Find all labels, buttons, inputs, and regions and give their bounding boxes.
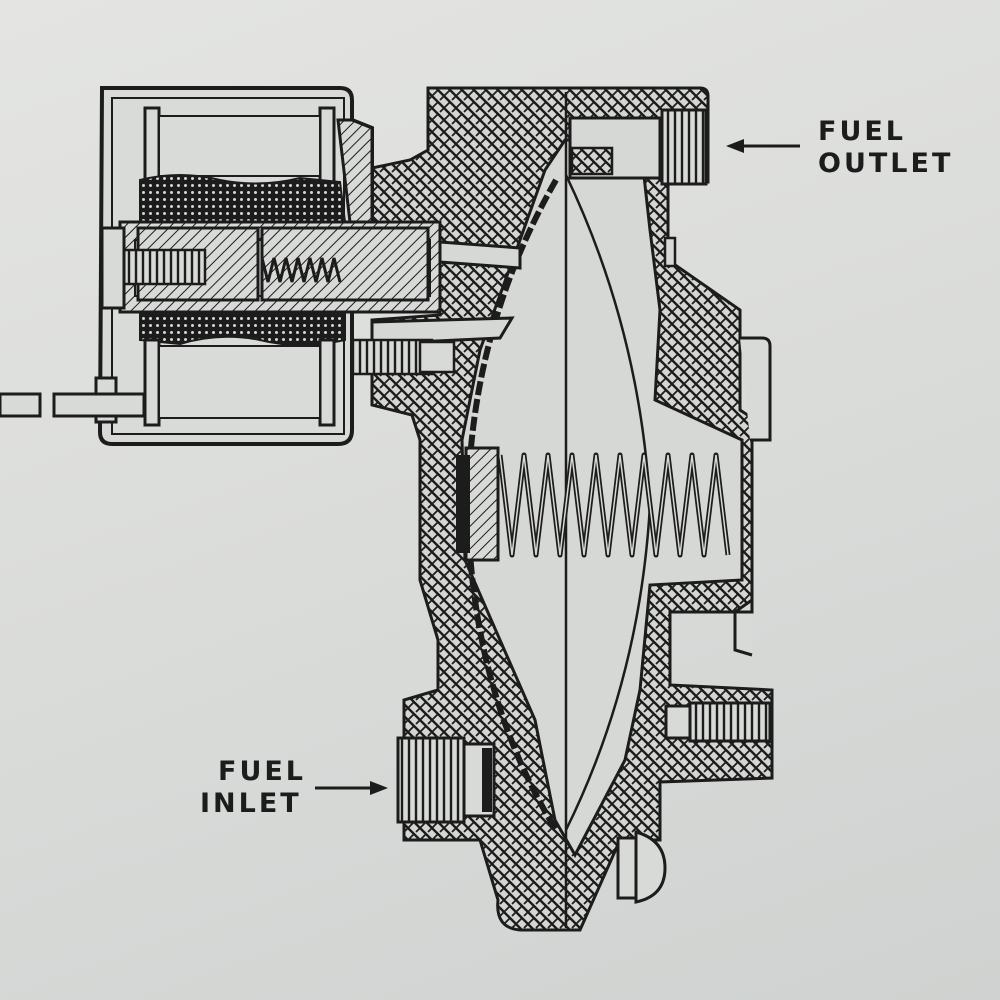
inlet-thread xyxy=(396,736,466,824)
spring-coil-inner xyxy=(499,454,729,556)
lead-wire xyxy=(52,392,146,418)
lower-mount-boss xyxy=(733,600,754,657)
spring-seat-face xyxy=(456,455,470,553)
fuel-outlet-label-line1: FUEL xyxy=(818,116,907,147)
electrical-lead xyxy=(0,376,146,424)
mount-boss xyxy=(740,336,772,442)
upper-coil-winding xyxy=(139,174,347,223)
lower-spool-right-flange xyxy=(318,338,336,427)
fuel-outlet-label-line2: OUTLET xyxy=(818,148,954,179)
fuel-channel xyxy=(438,240,522,270)
bolt-head xyxy=(634,830,667,904)
fuel-inlet-label-line1: FUEL xyxy=(218,756,307,787)
lead-wire-end xyxy=(0,392,42,418)
plunger-right xyxy=(260,226,430,302)
lower-spool-core xyxy=(158,345,321,419)
plunger-spring xyxy=(260,257,342,283)
lower-spool-left-flange xyxy=(143,338,161,427)
outlet-arrow xyxy=(726,139,800,153)
solenoid-frame-right xyxy=(336,118,374,224)
inlet-arrow xyxy=(315,781,388,795)
fuel-inlet-label-line2: INLET xyxy=(200,788,302,819)
outlet-nub xyxy=(663,236,677,268)
end-cap xyxy=(100,226,126,310)
plunger-screw xyxy=(118,248,207,286)
fuel-channel-lower xyxy=(370,316,515,346)
drain-plug-head xyxy=(664,704,692,740)
outlet-valve-block xyxy=(570,146,614,176)
inlet-fitting xyxy=(396,736,496,824)
drain-plug-thread xyxy=(688,701,772,743)
outlet-thread xyxy=(660,108,708,186)
fuel-outlet-label: FUEL OUTLET xyxy=(818,116,953,180)
fuel-inlet-label: FUEL INLET xyxy=(200,756,306,820)
connector-body xyxy=(418,340,456,374)
diaphragm-left xyxy=(464,178,559,832)
spring-seat xyxy=(464,446,500,562)
upper-spool-core xyxy=(158,115,321,177)
inlet-valve-face xyxy=(482,748,492,812)
solenoid-assembly xyxy=(97,86,456,446)
return-spring xyxy=(456,446,731,562)
outlet-fitting xyxy=(660,108,708,268)
drain-plug xyxy=(664,701,772,743)
bottom-bolt xyxy=(616,830,667,904)
